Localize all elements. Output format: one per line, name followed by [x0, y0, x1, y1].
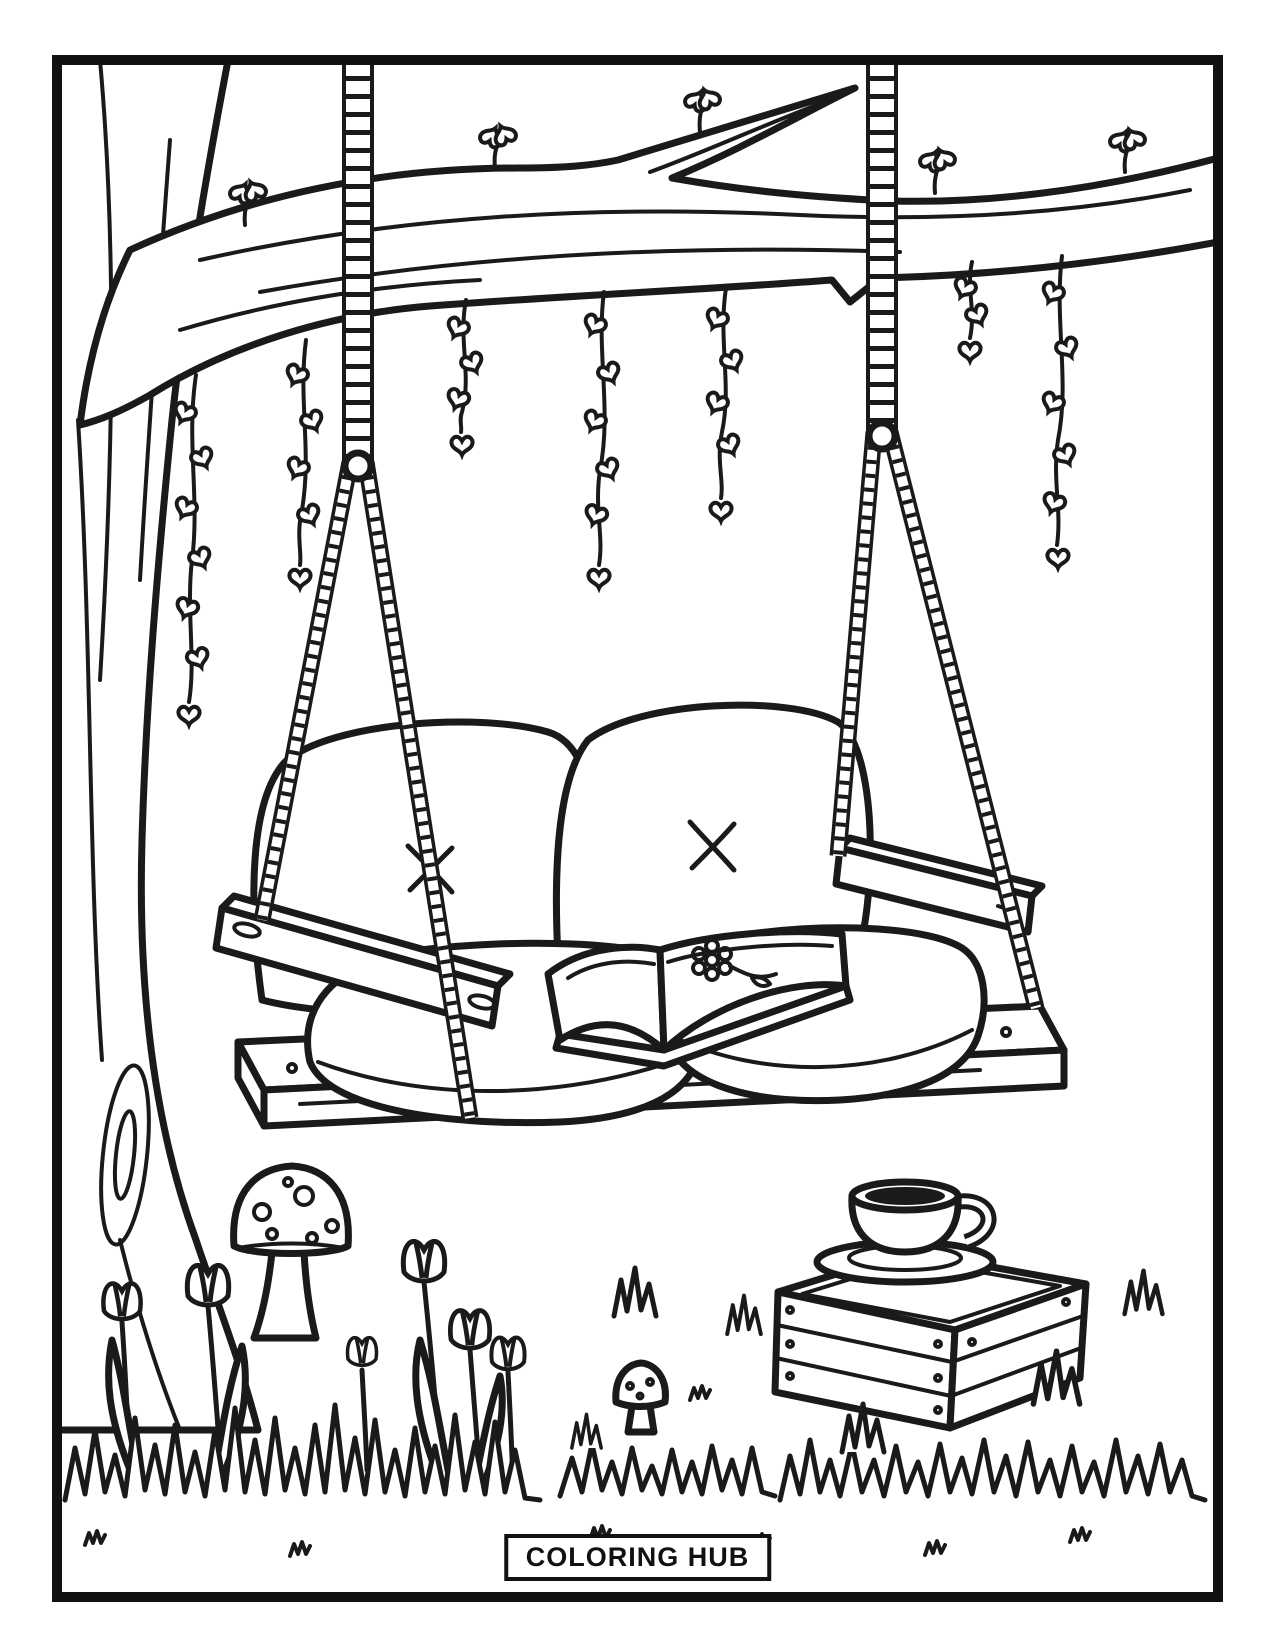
swing-bench: [212, 419, 1068, 1130]
tulip-bloom: [491, 1338, 524, 1370]
plank-line: [774, 1356, 953, 1398]
vine: [280, 338, 329, 590]
large-mushroom: [230, 1162, 352, 1342]
small-mushroom: [612, 1359, 669, 1436]
nail-icon: [933, 1405, 943, 1415]
wood-end-mark: [467, 993, 497, 1011]
tree-branch: [76, 84, 1213, 429]
rope-knot-icon: [865, 419, 899, 453]
nail-icon: [933, 1339, 943, 1349]
brand-badge: COLORING HUB: [503, 1534, 772, 1581]
vine: [441, 298, 489, 457]
tulip-bloom: [450, 1311, 489, 1349]
nail-icon: [1000, 1026, 1012, 1038]
open-book: [544, 928, 854, 1070]
vine: [948, 260, 994, 363]
cushion-seam: [316, 1052, 696, 1093]
rope-right-strands: [829, 419, 1045, 1011]
plank-line: [775, 1323, 954, 1364]
wood-end-mark: [232, 921, 262, 939]
mushroom-gills: [236, 1241, 346, 1250]
nail-icon: [286, 1062, 298, 1074]
nail-icon: [785, 1305, 795, 1315]
branch-grain: [648, 98, 832, 174]
rope-left-strands: [253, 449, 479, 1120]
nail-icon: [967, 1337, 977, 1347]
grass: [62, 1268, 1208, 1503]
coffee-cup: [848, 1178, 997, 1256]
nail-icon: [785, 1339, 795, 1349]
tulip-bloom: [187, 1265, 228, 1305]
page-border-frame: [52, 55, 1223, 1602]
bark-line: [76, 418, 104, 1062]
vine: [168, 373, 219, 727]
tulip-bloom: [345, 1335, 379, 1368]
tulip-bloom: [103, 1284, 140, 1320]
tuft-mark: [689, 821, 737, 871]
vine: [578, 290, 626, 590]
trunk-knot-icon: [99, 1063, 151, 1247]
book-spine: [658, 948, 666, 1052]
bark-line: [118, 1238, 182, 1432]
tulip-leaf: [412, 1336, 454, 1486]
page-line: [666, 942, 834, 964]
rope-knot-icon: [341, 449, 375, 483]
page-line: [566, 959, 656, 980]
branch-grain: [178, 278, 482, 332]
nail-icon: [785, 1371, 795, 1381]
vine: [1036, 254, 1084, 570]
armrest-right: [832, 834, 1046, 936]
branch-leaf-sprigs: [226, 83, 1149, 227]
flower-doodle: [691, 938, 778, 988]
nail-icon: [1061, 1297, 1071, 1307]
coffee-surface: [865, 1187, 945, 1205]
tulip-bloom: [403, 1241, 444, 1281]
brand-label: COLORING HUB: [525, 1542, 750, 1572]
nail-icon: [933, 1373, 943, 1383]
vine: [700, 286, 749, 523]
wooden-crate: [771, 1248, 1090, 1432]
hanging-vines: [168, 254, 1084, 727]
plank-line: [950, 1314, 1085, 1364]
trunk-knot-icon: [112, 1109, 138, 1201]
